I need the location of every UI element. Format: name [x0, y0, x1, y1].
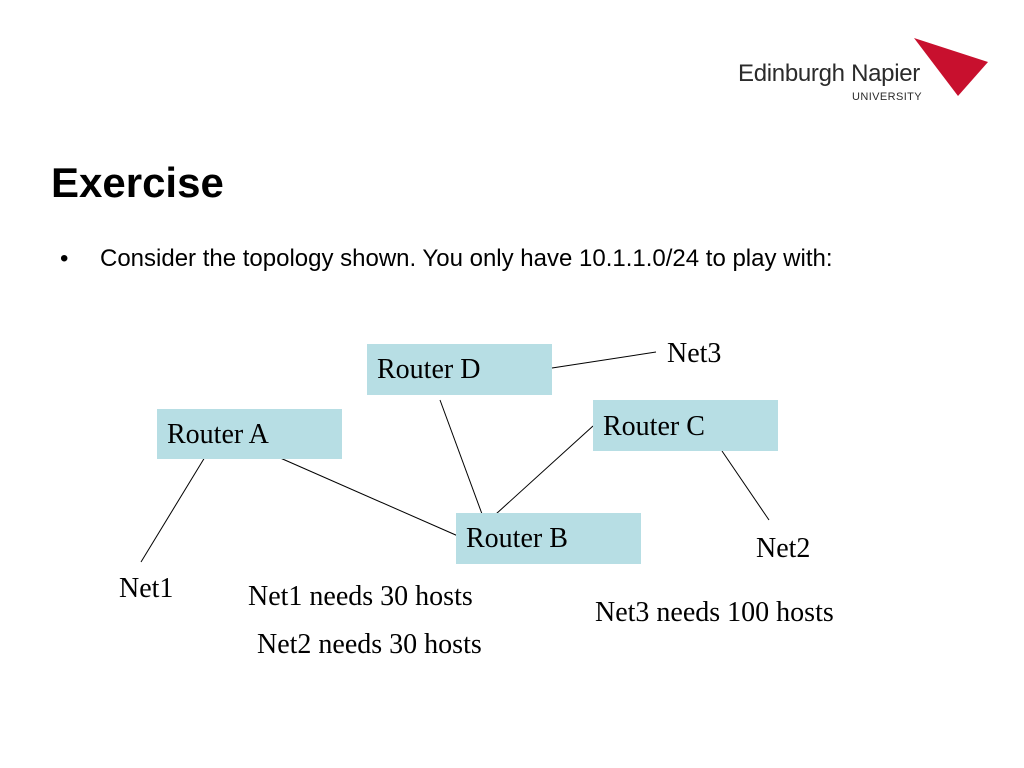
logo-subtitle: UNIVERSITY — [852, 91, 923, 103]
logo-name: Edinburgh Napier — [738, 60, 920, 87]
net3-label: Net3 — [667, 338, 722, 369]
net2-requirement: Net2 needs 30 hosts — [257, 629, 482, 660]
link-router-a-router-b — [277, 456, 459, 537]
university-logo: Edinburgh Napier UNIVERSITY — [736, 38, 996, 108]
logo-triangle-icon — [914, 38, 988, 96]
router-a-box: Router A — [157, 409, 342, 459]
link-router-d-net3 — [551, 351, 657, 369]
bullet-marker: • — [60, 245, 69, 272]
router-d-box: Router D — [367, 344, 552, 395]
link-router-a-net1 — [140, 456, 206, 563]
link-router-c-router-b — [495, 425, 594, 515]
net2-label: Net2 — [756, 533, 811, 564]
link-router-c-net2 — [721, 450, 770, 521]
page-title: Exercise — [51, 159, 224, 206]
net3-requirement: Net3 needs 100 hosts — [595, 597, 834, 628]
router-c-box: Router C — [593, 400, 778, 451]
link-router-d-router-b — [439, 399, 483, 515]
bullet-text: Consider the topology shown. You only ha… — [100, 245, 833, 272]
net1-requirement: Net1 needs 30 hosts — [248, 581, 473, 612]
router-b-box: Router B — [456, 513, 641, 564]
net1-label: Net1 — [119, 573, 174, 604]
